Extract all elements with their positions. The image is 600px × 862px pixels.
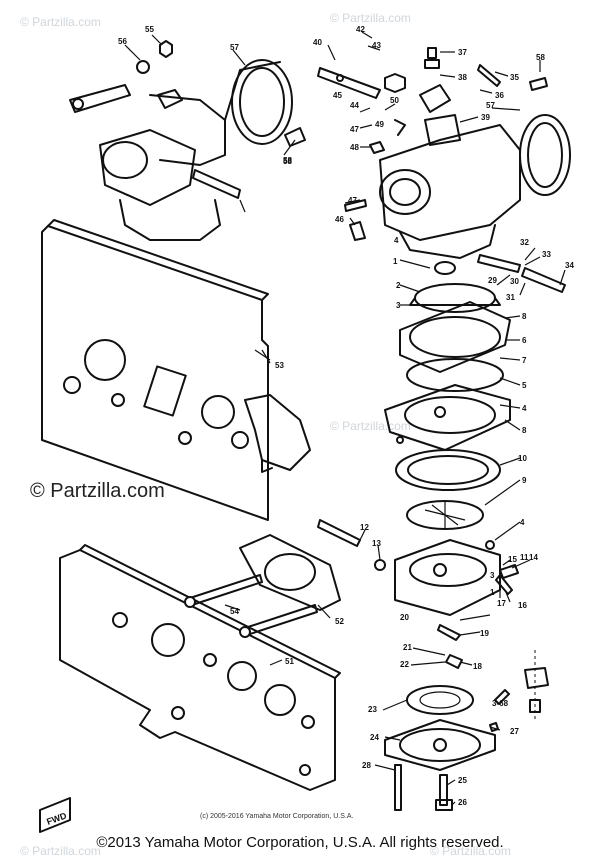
callout-36: 36	[495, 91, 504, 100]
callout-28: 28	[362, 761, 371, 770]
callout-8b: 8	[522, 426, 527, 435]
callout-4: 4	[394, 236, 399, 245]
forward-arrow-indicator: FWD	[39, 797, 71, 833]
callout-29: 29	[488, 276, 497, 285]
callout-labels: 56 55 57 58 40 42 43 37 38 35 36 58 57 3…	[118, 25, 574, 807]
callout-47: 47	[348, 196, 357, 205]
callout-57: 57	[230, 43, 239, 52]
callout-5: 5	[522, 381, 527, 390]
callout-45: 45	[333, 91, 342, 100]
callout-37: 37	[458, 48, 467, 57]
partzilla-watermark-label: © Partzilla.com	[30, 480, 165, 502]
callout-47: 47	[350, 125, 359, 134]
callout-4b: 4	[522, 404, 527, 413]
watermark-text: © Partzilla.com	[330, 11, 411, 25]
callout-24: 24	[370, 733, 379, 742]
callout-52: 52	[335, 617, 344, 626]
callout-14: 14	[529, 553, 538, 562]
callout-32: 32	[520, 238, 529, 247]
callout-48: 48	[350, 143, 359, 152]
callout-25: 25	[458, 776, 467, 785]
callout-18: 18	[473, 662, 482, 671]
callout-35: 35	[510, 73, 519, 82]
carburetor-assembly-left	[69, 40, 306, 241]
watermark-text: © Partzilla.com	[20, 15, 101, 29]
callout-46: 46	[335, 215, 344, 224]
callout-3-68: 3-68	[492, 699, 509, 708]
callout-56: 56	[118, 37, 127, 46]
callout-53: 53	[275, 361, 284, 370]
callout-33: 33	[542, 250, 551, 259]
watermark-text: © Partzilla.com	[330, 419, 411, 433]
callout-22: 22	[400, 660, 409, 669]
callout-10: 10	[518, 454, 527, 463]
callout-1: 1	[393, 257, 398, 266]
callout-40: 40	[313, 38, 322, 47]
callout-3: 3	[396, 301, 401, 310]
manifold-plate-53	[41, 219, 311, 521]
callout-17: 17	[497, 599, 506, 608]
copyright-footer: ©2013 Yamaha Motor Corporation, U.S.A. A…	[96, 834, 504, 851]
callout-50: 50	[390, 96, 399, 105]
callout-39: 39	[481, 113, 490, 122]
watermark-text: © Partzilla.com	[430, 844, 511, 858]
inner-copyright: (c) 2005-2016 Yamaha Motor Corporation, …	[200, 813, 353, 820]
gasket-plate-51	[59, 544, 341, 791]
callout-23: 23	[368, 705, 377, 714]
callout-1b: 1	[490, 588, 495, 597]
callout-49: 49	[375, 120, 384, 129]
callout-leaders	[124, 31, 566, 806]
callout-16: 16	[518, 601, 527, 610]
callout-6: 6	[522, 336, 527, 345]
callout-13: 13	[372, 539, 381, 548]
callout-26: 26	[458, 798, 467, 807]
callout-8: 8	[522, 312, 527, 321]
callout-7: 7	[522, 356, 527, 365]
callout-58b: 58	[283, 157, 292, 166]
callout-27: 27	[510, 727, 519, 736]
callout-21: 21	[403, 643, 412, 652]
callout-2: 2	[396, 281, 401, 290]
callout-4c: 4	[520, 518, 525, 527]
callout-51: 51	[285, 657, 294, 666]
callout-9: 9	[522, 476, 527, 485]
callout-11: 11	[520, 553, 529, 562]
watermark-layer: © Partzilla.com © Partzilla.com © Partzi…	[20, 11, 511, 858]
callout-34: 34	[565, 261, 574, 270]
callout-42: 42	[356, 25, 365, 34]
carburetor-assembly-right	[317, 47, 571, 293]
adapter-plate-52	[184, 534, 341, 638]
callout-15: 15	[508, 555, 517, 564]
callout-58: 58	[536, 53, 545, 62]
callout-54: 54	[230, 607, 239, 616]
watermark-text: © Partzilla.com	[20, 844, 101, 858]
callout-55: 55	[145, 25, 154, 34]
callout-58: 58	[283, 156, 292, 165]
callout-44: 44	[350, 101, 359, 110]
callout-31: 31	[506, 293, 515, 302]
callout-20: 20	[400, 613, 409, 622]
callout-3b: 3	[490, 571, 495, 580]
callout-38: 38	[458, 73, 467, 82]
callout-57: 57	[486, 101, 495, 110]
callout-43: 43	[372, 41, 381, 50]
callout-30: 30	[510, 277, 519, 286]
callout-19: 19	[480, 629, 489, 638]
callout-12: 12	[360, 523, 369, 532]
